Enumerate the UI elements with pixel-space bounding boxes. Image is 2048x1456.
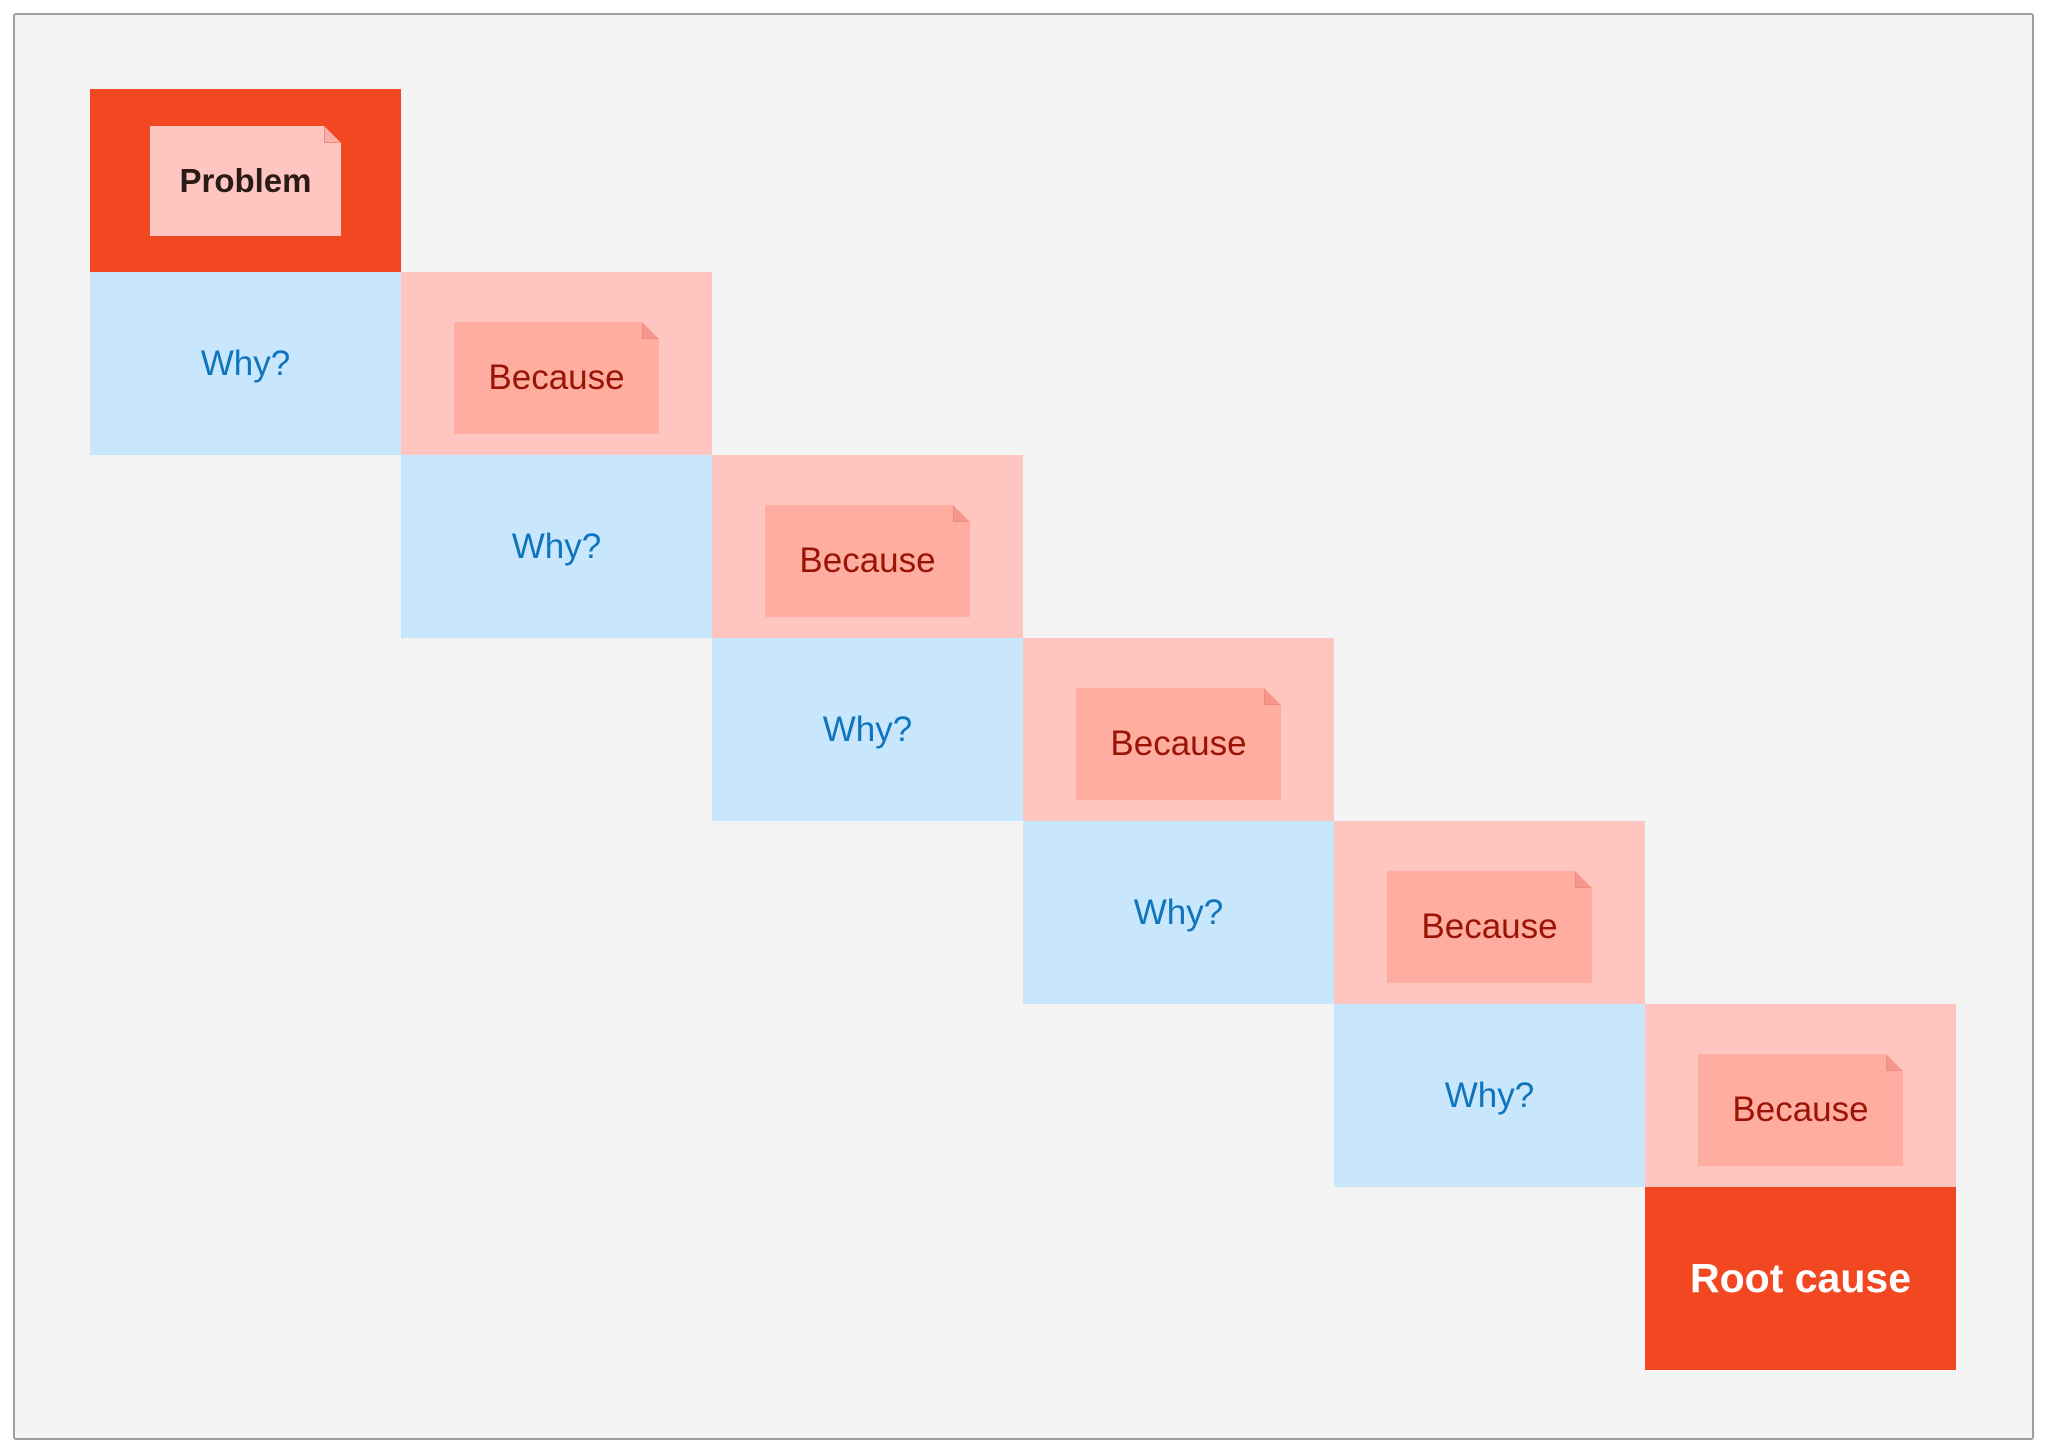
note-fold-corner (642, 322, 659, 339)
why-cell-2[interactable]: Why? (401, 455, 712, 638)
because-label: Because (1732, 1090, 1869, 1129)
whiteboard-canvas: Problem Why? Because Why? Because Why? B… (13, 13, 2034, 1440)
note-fold-corner (1886, 1054, 1903, 1071)
because-cell-1[interactable]: Because (401, 272, 712, 455)
why-cell-3[interactable]: Why? (712, 638, 1023, 821)
because-sticky-note-4[interactable]: Because (1387, 871, 1592, 983)
why-label: Why? (1133, 892, 1224, 932)
note-fold-corner (324, 126, 341, 143)
why-cell-5[interactable]: Why? (1334, 1004, 1645, 1187)
why-cell-4[interactable]: Why? (1023, 821, 1334, 1004)
why-cell-1[interactable]: Why? (90, 272, 401, 455)
because-cell-4[interactable]: Because (1334, 821, 1645, 1004)
because-label: Because (1421, 907, 1558, 946)
because-sticky-note-3[interactable]: Because (1076, 688, 1281, 800)
because-sticky-note-2[interactable]: Because (765, 505, 970, 617)
why-label: Why? (1444, 1075, 1535, 1115)
problem-cell[interactable]: Problem (90, 89, 401, 272)
because-cell-3[interactable]: Because (1023, 638, 1334, 821)
root-cause-label: Root cause (1690, 1255, 1911, 1301)
problem-label: Problem (179, 162, 312, 199)
why-label: Why? (822, 709, 913, 749)
note-fold-corner (953, 505, 970, 522)
because-label: Because (799, 541, 936, 580)
problem-sticky-note[interactable]: Problem (150, 126, 341, 236)
note-fold-corner (1575, 871, 1592, 888)
because-sticky-note-1[interactable]: Because (454, 322, 659, 434)
note-fold-corner (1264, 688, 1281, 705)
because-cell-2[interactable]: Because (712, 455, 1023, 638)
why-label: Why? (200, 343, 291, 383)
because-label: Because (1110, 724, 1247, 763)
because-cell-5[interactable]: Because (1645, 1004, 1956, 1187)
root-cause-cell[interactable]: Root cause (1645, 1187, 1956, 1370)
because-sticky-note-5[interactable]: Because (1698, 1054, 1903, 1166)
because-label: Because (488, 358, 625, 397)
why-label: Why? (511, 526, 602, 566)
